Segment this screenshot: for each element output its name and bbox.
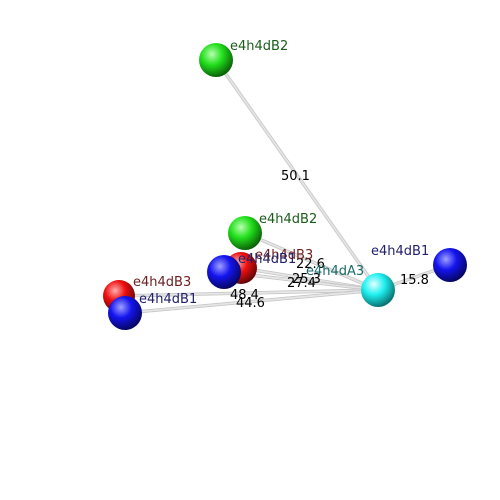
atom-label-red-mid: e4h4dB3 [255,248,313,263]
distance-label-red-left: 48.4 [230,288,259,303]
distance-line [244,233,378,292]
distance-line [124,289,379,314]
distance-line [118,289,379,297]
atom-sphere-blue-left[interactable] [108,296,142,330]
atom-label-blue-right: e4h4dB1 [371,244,429,259]
distance-line [118,288,378,296]
distance-label-blue-mid: 27.4 [287,276,316,291]
distance-line [245,231,379,290]
atom-label-blue-mid: e4h4dB1 [238,252,296,267]
distance-label-blue-right: 15.8 [400,273,429,288]
distance-label-blue-left: 44.6 [236,296,265,311]
distance-line [215,59,379,291]
distance-label-green-top: 50.1 [281,169,310,184]
distance-line [124,288,378,313]
distance-line [241,266,379,290]
distance-labels: 50.1 22.625.327.4 48.444.6 15.8 [230,169,429,311]
distance-line [244,232,379,291]
distance-label-green-mid: 22.6 [296,257,325,272]
distance-lines [118,59,451,315]
atom-label-cyan-center: e4h4dA3 [306,264,364,279]
distance-line [125,290,379,315]
distance-line [216,59,380,290]
distance-label-red-mid: 25.3 [292,272,321,287]
distance-line [214,60,378,291]
atom-sphere-cyan-center[interactable] [361,273,395,307]
atom-sphere-green-mid[interactable] [228,216,262,250]
atom-label-red-left: e4h4dB3 [133,275,191,290]
atom-sphere-green-top[interactable] [199,43,233,77]
atom-label-blue-left: e4h4dB1 [139,292,197,307]
distance-line [119,290,379,298]
atom-sphere-blue-mid[interactable] [207,255,241,289]
atom-label-green-mid: e4h4dB2 [259,212,317,227]
atom-sphere-blue-right[interactable] [433,248,467,282]
atom-label-green-top: e4h4dB2 [230,39,288,54]
atom-spheres [103,43,467,330]
atom-labels: e4h4dB2e4h4dB2e4h4dB3e4h4dB1e4h4dB3e4h4d… [133,39,429,307]
